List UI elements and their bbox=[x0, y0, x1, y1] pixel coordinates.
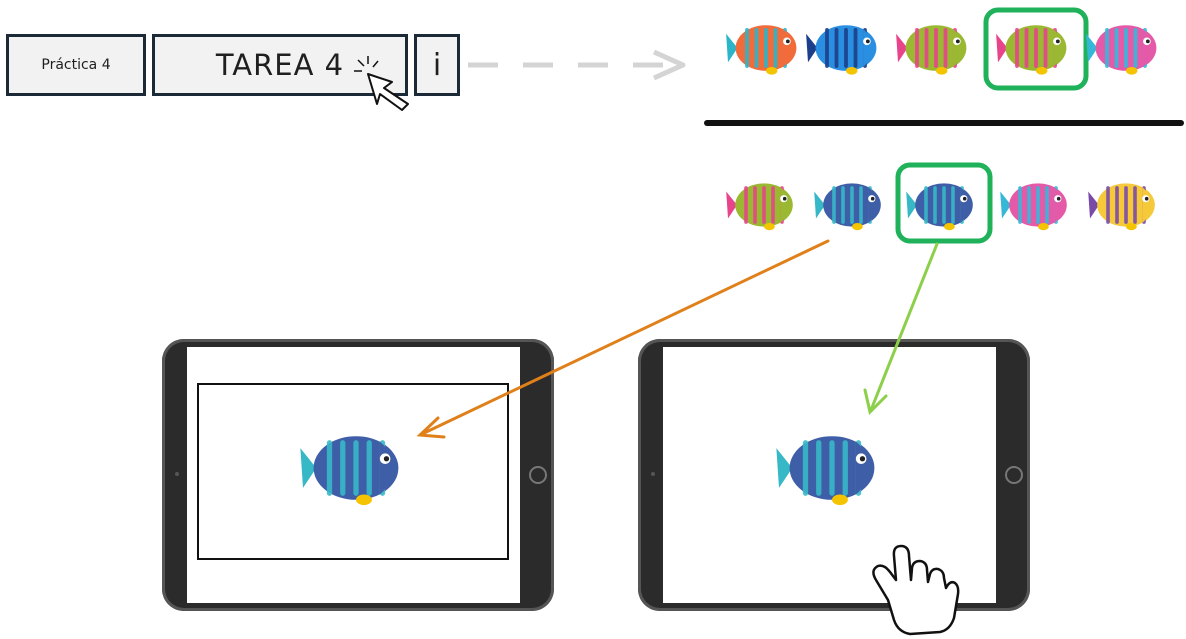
green-striped-fish-icon[interactable] bbox=[896, 25, 967, 75]
green-striped-fish-selected-icon[interactable] bbox=[996, 25, 1067, 75]
big-blue-fish-right-icon[interactable] bbox=[776, 436, 875, 506]
separator-line bbox=[704, 120, 1184, 126]
big-blue-fish-left-icon[interactable] bbox=[300, 436, 399, 506]
info-label: i bbox=[432, 47, 442, 83]
info-button[interactable]: i bbox=[414, 34, 460, 96]
practica-tab[interactable]: Práctica 4 bbox=[6, 34, 146, 96]
activity-menu: Práctica 4 TAREA 4 i bbox=[6, 34, 460, 96]
blue-wavy-fish-selected-icon[interactable] bbox=[906, 183, 973, 231]
blue-wavy-fish-icon[interactable] bbox=[814, 183, 881, 231]
yellow-fish-icon[interactable] bbox=[1088, 183, 1155, 231]
fish-on-right-tablet bbox=[776, 436, 875, 506]
tarea-label: TAREA 4 bbox=[215, 48, 345, 82]
tablet-left-home-button[interactable] bbox=[529, 466, 547, 484]
practica-label: Práctica 4 bbox=[41, 57, 111, 73]
selection-box-bottom bbox=[895, 162, 993, 244]
orange-fish-icon[interactable] bbox=[726, 25, 797, 75]
tablet-left-camera bbox=[175, 472, 179, 476]
tablet-right-home-button[interactable] bbox=[1005, 466, 1023, 484]
blue-swordfish-icon[interactable] bbox=[806, 25, 877, 75]
pink-wavy-fish-icon[interactable] bbox=[1086, 25, 1157, 75]
green-striped-fish-icon[interactable] bbox=[726, 183, 793, 231]
tarea-button[interactable]: TAREA 4 bbox=[152, 34, 408, 96]
pink-wavy-fish-icon[interactable] bbox=[1000, 183, 1067, 231]
selection-box-top bbox=[983, 7, 1089, 91]
pointing-hand-icon bbox=[872, 544, 960, 636]
green-arrow bbox=[863, 242, 939, 415]
fish-on-left-tablet bbox=[300, 436, 399, 506]
frame-rectangle bbox=[197, 383, 509, 560]
tablet-right-camera bbox=[651, 472, 655, 476]
orange-arrow bbox=[416, 239, 830, 439]
